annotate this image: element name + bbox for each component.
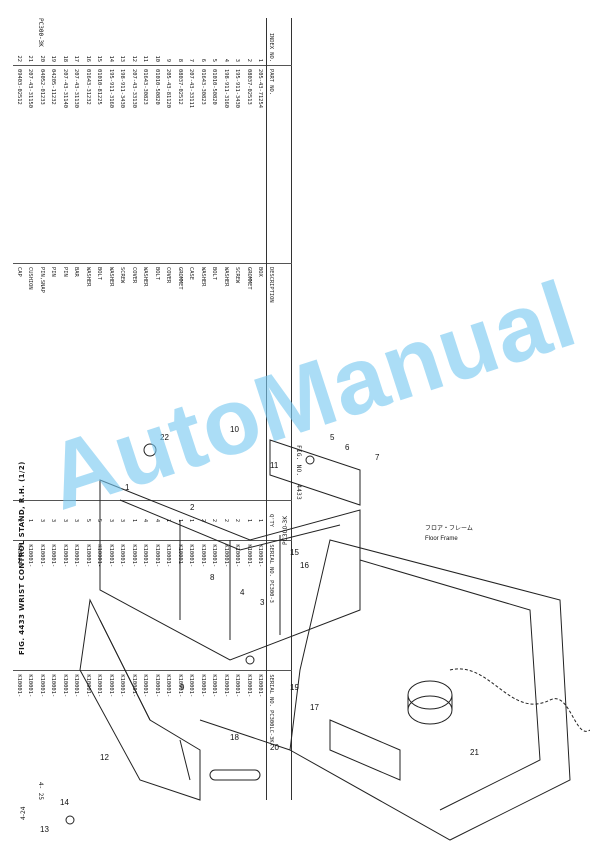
cell-part-no: 195-911-3160 <box>105 65 117 264</box>
cell-part-no: 207-43-31140 <box>59 65 71 264</box>
callout-10: 10 <box>230 425 239 434</box>
cap-part <box>143 443 157 457</box>
cell-index: 11 <box>139 18 151 66</box>
floor-frame-label-en: Floor Frame <box>425 536 458 542</box>
cell-part-no: 08037-02513 <box>243 65 255 264</box>
cover-part <box>269 439 361 506</box>
cell-part-no: 207-43-31130 <box>70 65 82 264</box>
cell-index: 8 <box>174 18 186 66</box>
cell-part-no: 01010-50820 <box>151 65 163 264</box>
figure-title: FIG. 4433 WRIST CONTROL STAND, R.H. (1/2… <box>18 461 26 655</box>
cell-index: 14 <box>105 18 117 66</box>
cell-index: 17 <box>70 18 82 66</box>
exploded-view-drawing: 13 14 1 22 10 11 2 8 4 3 5 6 7 15 16 17 … <box>40 425 590 841</box>
col-part-no: PART NO. <box>266 65 292 264</box>
cell-index: 15 <box>93 18 105 66</box>
cell-index: 7 <box>185 18 197 66</box>
footer-model-right: PC300-3K <box>37 18 44 47</box>
callout-4: 4 <box>240 588 245 597</box>
callout-14: 14 <box>60 798 69 807</box>
cell-part-no: 198-911-3160 <box>220 65 232 264</box>
cell-index: 9 <box>162 18 174 66</box>
callout-9: 9 <box>180 683 185 692</box>
callout-6: 6 <box>345 443 350 452</box>
cell-part-no: 01643-31232 <box>82 65 94 264</box>
cell-index: 12 <box>128 18 140 66</box>
cell-part-no: 207-43-33130 <box>128 65 140 264</box>
callout-17: 17 <box>310 703 319 712</box>
floor-frame-label-jp: フロア・フレーム <box>425 525 473 532</box>
cell-part-no: 04205-11232 <box>47 65 59 264</box>
cell-index: 5 <box>208 18 220 66</box>
cell-part-no: 04052-01233 <box>36 65 48 264</box>
callout-21: 21 <box>470 748 479 757</box>
bar-part <box>199 719 291 751</box>
callout-12: 12 <box>100 753 109 762</box>
callout-8: 8 <box>210 573 215 582</box>
callout-2: 2 <box>190 503 195 512</box>
floor-frame-plate <box>289 539 571 841</box>
cell-part-no: 09403-02512 <box>13 65 25 264</box>
pin-part <box>209 769 261 781</box>
cell-part-no: 01010-50820 <box>208 65 220 264</box>
cell-index: 21 <box>24 18 36 66</box>
cell-index: 18 <box>59 18 71 66</box>
callout-11: 11 <box>270 461 279 470</box>
callout-3: 3 <box>260 598 265 607</box>
cell-part-no: 205-43-81120 <box>162 65 174 264</box>
cell-serial-2: K10001- <box>15 674 22 698</box>
case-part <box>99 479 361 661</box>
cell-part-no: 01643-30823 <box>139 65 151 264</box>
callout-5: 5 <box>330 433 335 442</box>
cell-index: 3 <box>231 18 243 66</box>
callout-20: 20 <box>270 743 279 752</box>
callout-7: 7 <box>375 453 380 462</box>
cell-part-no: 198-911-3430 <box>116 65 128 264</box>
cell-part-no: 195-911-3430 <box>231 65 243 264</box>
cell-index: 22 <box>13 18 25 66</box>
callout-1: 1 <box>125 483 130 492</box>
cell-index: 4 <box>220 18 232 66</box>
callout-15: 15 <box>290 548 299 557</box>
callout-19: 19 <box>290 683 299 692</box>
cell-part-no: 207-43-33111 <box>185 65 197 264</box>
cell-index: 6 <box>197 18 209 66</box>
footer-page-left: 4-24 <box>20 806 27 820</box>
cell-index: 1 <box>254 18 267 66</box>
callout-22: 22 <box>160 433 169 442</box>
cell-part-no: 205-43-71254 <box>254 65 267 264</box>
cell-part-no: 207-43-31150 <box>24 65 36 264</box>
callout-16: 16 <box>300 561 309 570</box>
callout-18: 18 <box>230 733 239 742</box>
cell-index: 13 <box>116 18 128 66</box>
cell-index: 10 <box>151 18 163 66</box>
cell-part-no: 01010-81225 <box>93 65 105 264</box>
cell-part-no: 01643-30823 <box>197 65 209 264</box>
col-index: INDEX NO. <box>266 18 292 66</box>
cushion-part <box>407 680 453 710</box>
cell-index: 2 <box>243 18 255 66</box>
cell-part-no: 08037-02512 <box>174 65 186 264</box>
callout-13: 13 <box>40 825 49 834</box>
cell-index: 19 <box>47 18 59 66</box>
cell-index: 16 <box>82 18 94 66</box>
